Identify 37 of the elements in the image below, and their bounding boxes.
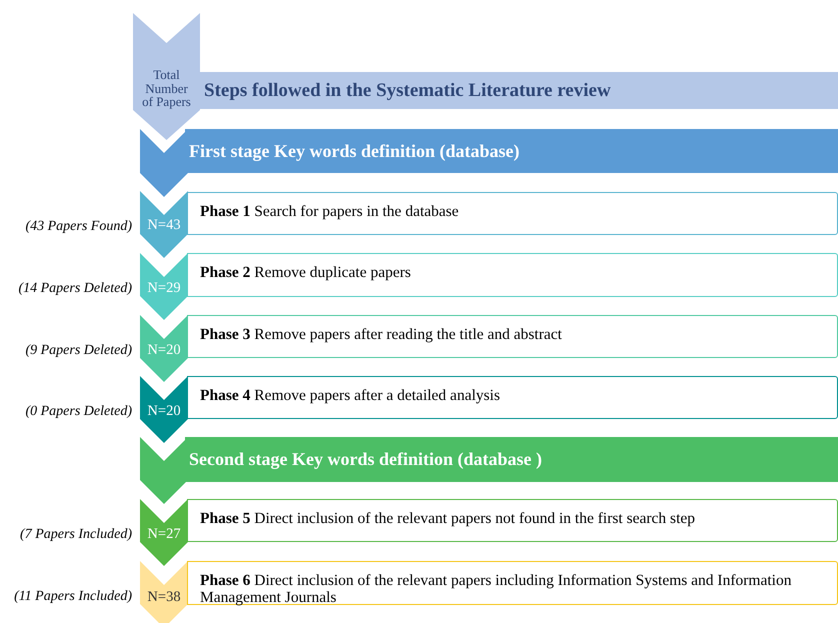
chevron-shape (140, 561, 188, 623)
change-note: (43 Papers Found) (25, 218, 132, 234)
chevron-shape (140, 437, 188, 504)
stage-heading: First stage Key words definition (database) (188, 140, 520, 162)
chevron-shape (140, 129, 188, 197)
chevron-shape (140, 315, 188, 382)
banner-heading: Steps followed in the Systematic Literature review (203, 80, 611, 102)
paper-count: N=43 (146, 218, 182, 234)
stage-heading: Second stage Key words definition (database ) (188, 449, 542, 470)
chevron-shape (140, 253, 188, 320)
phase-description: Phase 5 Direct inclusion of the relevant papers not found in the first search step (200, 510, 696, 528)
phase-box (187, 253, 838, 297)
phase-description: Phase 4 Remove papers after a detailed analysis (200, 387, 501, 404)
change-note: (0 Papers Deleted) (25, 404, 132, 420)
phase-description: Phase 6 Direct inclusion of the relevant papers including Information Systems and Information Management Journals (200, 572, 792, 606)
phase-box (187, 315, 838, 358)
phase-description: Phase 1 Search for papers in the database (200, 203, 460, 220)
change-note: (9 Papers Deleted) (25, 342, 132, 358)
paper-count: N=29 (146, 281, 182, 296)
phase-box (187, 192, 838, 235)
paper-count: N=20 (146, 343, 182, 358)
paper-count: N=20 (146, 404, 182, 420)
paper-count: N=27 (146, 527, 182, 542)
chevron-shape (140, 499, 188, 566)
change-note: (14 Papers Deleted) (18, 280, 132, 296)
phase-box (187, 561, 838, 605)
chevron-shape (140, 191, 188, 258)
phase-description: Phase 2 Remove duplicate papers (200, 264, 412, 282)
chevron-shape (133, 13, 200, 140)
change-note: (11 Papers Included) (14, 588, 132, 604)
chevron-shape (140, 376, 188, 443)
phase-box (187, 376, 838, 419)
paper-count: N=38 (146, 590, 182, 606)
phase-description: Phase 3 Remove papers after reading the title and abstract (200, 326, 563, 344)
column-heading: Total Number of Papers (141, 68, 192, 109)
change-note: (7 Papers Included) (20, 526, 132, 542)
phase-box (187, 499, 838, 542)
